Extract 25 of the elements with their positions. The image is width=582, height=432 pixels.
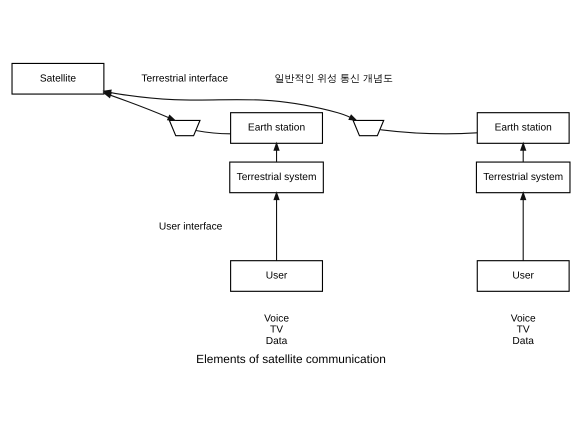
node-label: Data [512, 335, 534, 346]
node-box: User [476, 260, 570, 292]
label: User interface [158, 220, 222, 232]
node-label: Data [266, 335, 288, 346]
node-label: Voice [510, 313, 536, 324]
node-box: Satellite [11, 62, 104, 94]
node-box: Terrestrial system [476, 161, 571, 193]
node-label: TV [270, 324, 284, 336]
node-picture [352, 119, 385, 136]
caption: Elements of satellite communication [196, 351, 386, 366]
node-picture [168, 119, 201, 136]
connector [380, 128, 478, 134]
arrow [520, 141, 526, 162]
label: 일반적인 위성 통신 개념도 [274, 72, 393, 84]
connector [196, 129, 230, 134]
node-box: Terrestrial system [229, 161, 324, 193]
node-label: Voice [264, 313, 289, 324]
arrow [273, 190, 280, 260]
label: Terrestrial interface [141, 72, 228, 84]
node-label: TV [516, 324, 530, 336]
node-box: Earth station [476, 112, 570, 144]
arrow [520, 190, 526, 260]
arrow [273, 141, 280, 162]
node-box: User [230, 260, 324, 292]
node-box: Earth station [230, 112, 324, 144]
